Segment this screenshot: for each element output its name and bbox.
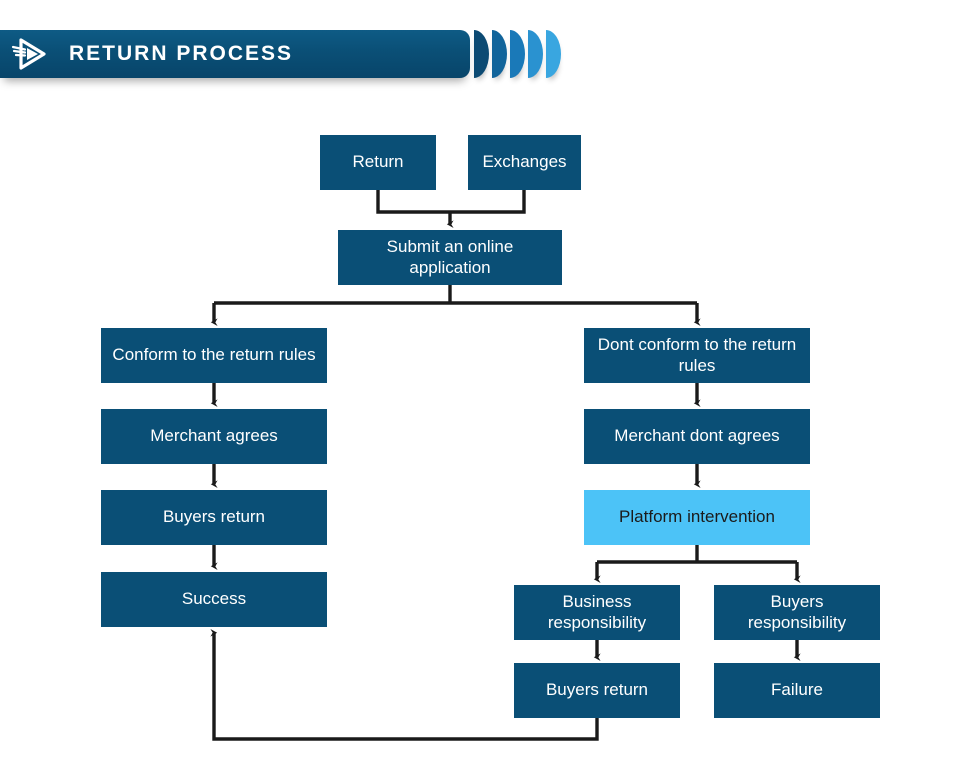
flow-node-dont_conform: Dont conform to the return rules <box>584 328 810 383</box>
flow-node-exchanges: Exchanges <box>468 135 581 190</box>
header-stripe <box>492 30 507 78</box>
flow-node-buyers_return_l: Buyers return <box>101 490 327 545</box>
flow-node-label: Submit an online application <box>386 237 514 277</box>
page-title: RETURN PROCESS <box>69 42 294 65</box>
flow-node-label: Exchanges <box>482 152 567 172</box>
header-decorative-stripes <box>474 30 564 78</box>
header-stripe <box>510 30 525 78</box>
flow-node-label: Failure <box>771 680 823 700</box>
flow-node-submit: Submit an online application <box>338 230 562 285</box>
flow-node-label: Buyers return <box>545 680 649 700</box>
flow-node-platform: Platform intervention <box>584 490 810 545</box>
flow-node-label: Buyers responsibility <box>747 592 847 632</box>
flow-node-label: Merchant agrees <box>150 426 278 446</box>
flow-node-business_resp: Business responsibility <box>514 585 680 640</box>
play-arrow-speed-logo-icon <box>6 31 52 77</box>
flow-node-label: Return <box>352 152 404 172</box>
flow-node-success: Success <box>101 572 327 627</box>
flow-node-merchant_agrees: Merchant agrees <box>101 409 327 464</box>
header-stripe <box>474 30 489 78</box>
flow-node-merchant_dont: Merchant dont agrees <box>584 409 810 464</box>
flow-node-label: Business responsibility <box>547 592 647 632</box>
flow-node-label: Platform intervention <box>619 507 775 527</box>
flow-node-label: Buyers return <box>162 507 266 527</box>
flow-node-label: Merchant dont agrees <box>614 426 780 446</box>
header-stripe <box>546 30 561 78</box>
flow-node-buyers_resp: Buyers responsibility <box>714 585 880 640</box>
header-banner: RETURN PROCESS <box>0 30 470 78</box>
flow-node-return: Return <box>320 135 436 190</box>
flow-node-label: Success <box>181 589 247 609</box>
flow-node-conform: Conform to the return rules <box>101 328 327 383</box>
flow-node-failure: Failure <box>714 663 880 718</box>
flow-node-label: Conform to the return rules <box>112 345 316 365</box>
header-stripe <box>528 30 543 78</box>
flow-node-label: Dont conform to the return rules <box>597 335 797 375</box>
flow-node-buyers_return_r: Buyers return <box>514 663 680 718</box>
